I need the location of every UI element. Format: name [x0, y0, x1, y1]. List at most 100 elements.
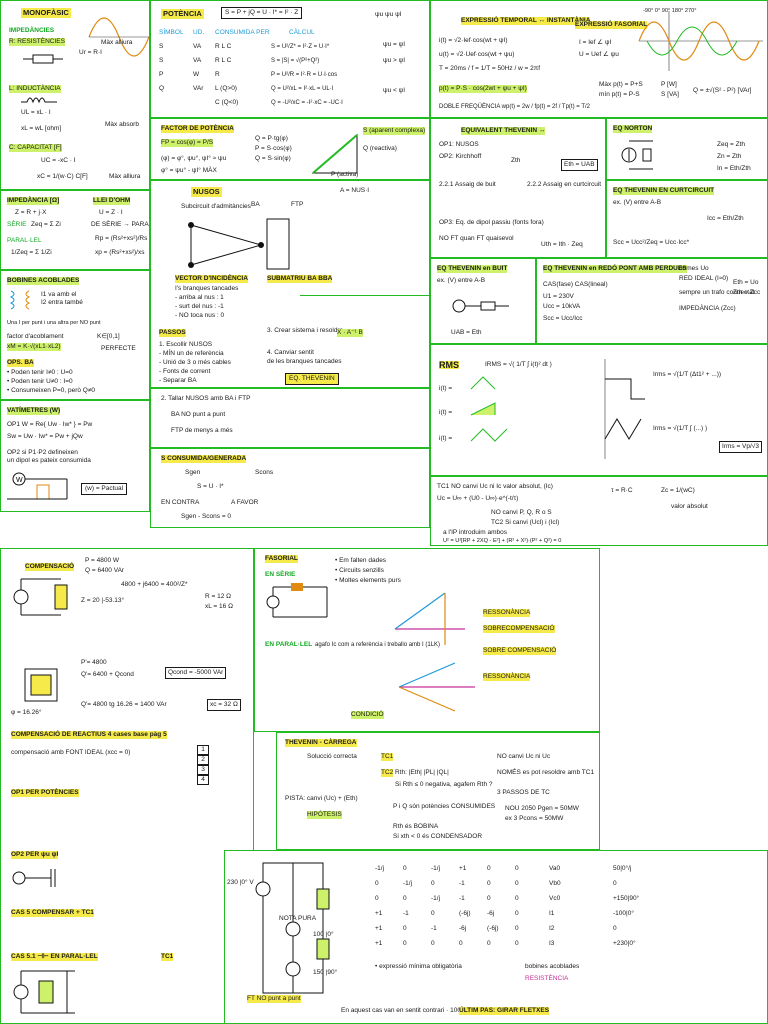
matrix-rhs-cell: 50|0°/j	[613, 865, 632, 872]
carrega-box: THEVENIN - CÀRREGA Solucció correcta TC1…	[276, 732, 600, 850]
comp-r: R = 12 Ω	[205, 593, 231, 600]
u-equation: U = Z · I	[99, 209, 123, 216]
impedancia-title: IMPEDÀNCIA [Ω]	[7, 197, 60, 205]
llei-ohm-title: LLEI D'OHM	[93, 197, 131, 205]
parallel-label: PARAL·LEL	[7, 237, 42, 244]
matrix-cell: 0	[515, 940, 519, 947]
pas-7: BA NO punt a punt	[171, 411, 226, 418]
comp-op1: OP1 PER POTÈNCIES	[11, 789, 79, 797]
potencia-title: POTÈNCIA	[161, 9, 204, 19]
header-simbol: SÍMBOL	[159, 29, 184, 36]
sgen-scons: Sgen - Scons = 0	[181, 513, 232, 520]
comp-q2: Q'= 6400 + Qcond	[81, 671, 134, 678]
matrix-rhs-cell: 0	[613, 880, 617, 887]
nodal-circuit	[255, 862, 330, 994]
thevenin-op3: OP3: Eq. de dipol passiu (fonts fora)	[439, 219, 544, 226]
factor-label: factor d'acoblament	[7, 333, 64, 340]
uth-eq: Uth = Ith · Zeq	[541, 241, 583, 248]
scons-label: Scons	[255, 469, 274, 476]
eq-redo-nomes: nomes Uo	[679, 265, 709, 272]
norton-box: EQ NORTON Zeq = Zth Zn = Zth In = Eth/Zt…	[606, 118, 768, 180]
matrix-cell: 0	[431, 910, 435, 917]
no-ft: NO FT quan FT quaisevol	[439, 235, 514, 242]
inductor-icon	[21, 97, 57, 104]
matrix-cell: 0	[487, 940, 491, 947]
eq-redo-eth: Eth = Uo	[733, 279, 759, 286]
vatimetres-line-1: OP1 W = Re{ Uw · Iw* } = Pw	[7, 421, 93, 428]
ut-equation: u(t) = √2·Uef·cos(wt + ψu)	[439, 51, 515, 58]
matrix-cell: 0	[403, 895, 407, 902]
tc-line-6: U² = U²[RP + 2XQ - E²] + (R² + X²)·(P² +…	[443, 538, 562, 544]
norton-circuit-icon	[621, 140, 653, 170]
comp-x: xL = 16 Ω	[205, 603, 233, 610]
cas-item: 2	[197, 755, 209, 765]
rms-i3: i(t) =	[439, 435, 453, 442]
comp-op2: OP2 PER ψu ψI	[11, 851, 59, 859]
ops-ba-3: • Consumeixen P=0, però Q≠0	[7, 387, 96, 394]
potencia-cell: Q = U²/xL = I²·xL = UL·I	[271, 86, 334, 92]
pas-5: - Separar BA	[159, 377, 197, 384]
max-alliura-2: Màx alliura	[109, 173, 141, 180]
nusos-right: A = NUS·I	[300, 180, 430, 296]
carrega-r2: NOMÉS es pot resoldre amb TC1	[497, 769, 595, 776]
carrega-tc1: TC1	[381, 753, 394, 761]
nusos-graph	[188, 218, 290, 270]
rms-box: RMS IRMS = √( 1/T ∫ i(t)² dt ) i(t) = i(…	[430, 344, 768, 476]
max-absorb: Màx absorb	[105, 121, 139, 128]
matrix-cell: 0	[459, 940, 463, 947]
comp-cas5: CAS 5 COMPENSAR + TC1	[11, 909, 94, 917]
fas-sobre2: SOBRE COMPENSACIÓ	[483, 647, 557, 655]
nota-pura: NOTA PURA	[279, 915, 317, 922]
pas-4: - Fonts de corrent	[159, 368, 211, 375]
matrix-cell: 0	[487, 895, 491, 902]
matrix-cell: -1	[403, 910, 409, 917]
carrega-h1: P i Q són potències CONSUMIDES	[393, 803, 496, 810]
matrix-cell: 0	[515, 910, 519, 917]
pas-3: - Unió de 3 o més cables	[159, 359, 231, 366]
fas-cond: CONDICIÓ	[351, 711, 384, 719]
matrix-cell: +1	[375, 925, 383, 932]
potencia-cell: C (Q<0)	[215, 99, 239, 106]
carrega-l2: Rth: |Eth| |PL| |QL|	[395, 769, 449, 776]
xeq: X · A⁻¹ B	[337, 329, 363, 337]
fasorial-circuit-1	[266, 583, 328, 618]
fasorial-l3: • Moltes elements purs	[335, 577, 401, 584]
nusos-a: A = NUS·I	[340, 187, 370, 194]
en-contra: EN CONTRA	[161, 499, 200, 506]
tc-line-4: TC2 Si canvi (Ucl) i (Icl)	[491, 519, 560, 526]
s-unit: S [VA]	[661, 91, 679, 98]
rp-equation: Rp = (Rs²+xs²)/Rs	[95, 235, 148, 242]
rms-r2: Irms = √(1/T ∫ (...) )	[653, 425, 708, 432]
matrix-cell: 0	[515, 865, 519, 872]
monofasic-title: MONOFÀSIC	[21, 8, 71, 18]
uc-equation: UC = -xC · I	[41, 157, 76, 164]
fasorial-title: EXPRESSIÓ FASORIAL	[575, 21, 648, 29]
ur-equation: Ur = R·I	[79, 49, 102, 56]
comp-l1: 4800 + j6400 = 400²/Z*	[121, 581, 188, 588]
serie-parallel: DE SÈRIE → PARAL·LEL	[91, 221, 149, 228]
phi-line-2: φ° = ψu° - ψI° MÀX	[161, 167, 217, 174]
zeq-parallel: 1/Zeq = Σ 1/Zi	[11, 249, 52, 256]
psi-tags: ψu ψu ψI	[375, 11, 402, 18]
bobines-title: BOBINES ACOBLADES	[7, 277, 80, 285]
rms-title: RMS	[439, 360, 459, 370]
fasorial-serie: EN SÈRIE	[265, 571, 296, 578]
bobines-note-1: I1 va amb el	[41, 291, 77, 298]
nusos-title: NUSOS	[191, 187, 222, 197]
vector-3: - surt del nus : -1	[175, 303, 224, 310]
sconsum-title: S CONSUMIDA/GENERADA	[161, 455, 247, 463]
factor-title: FACTOR DE POTÈNCIA	[161, 125, 234, 133]
header-consumida: CONSUMIDA PER	[215, 29, 270, 36]
icc-eq: Icc = Eth/Zth	[707, 215, 744, 222]
matrix-cell: 0	[403, 940, 407, 947]
perfecte-label: PERFECTE	[101, 345, 136, 352]
s-equation: S = P + jQ = U · I* = I² · Z	[221, 7, 303, 19]
impedancia-box: IMPEDÀNCIA [Ω] Z = R + j·X SÈRIE Zeq = Σ…	[0, 190, 150, 270]
matrix-rhs-cell: +150|90°	[613, 895, 640, 902]
src-2: 100 |0°	[313, 931, 334, 938]
matrix-cell: 0	[515, 880, 519, 887]
capacitat-box: xC = 1/(w·C) C[F] Màx alliura	[0, 168, 150, 190]
carrega-h2: Rth és BOBINA	[393, 823, 439, 830]
comp-xc: xc = 32 Ω	[207, 699, 241, 711]
comp-circuit-2	[24, 668, 58, 702]
